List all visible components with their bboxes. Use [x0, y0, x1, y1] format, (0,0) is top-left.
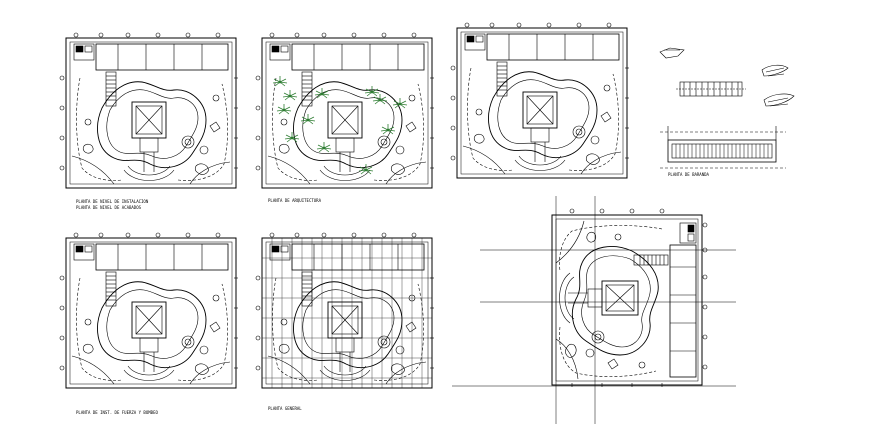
detail-railing — [659, 47, 795, 169]
plan-1-caption-2: PLANTA DE NIVEL DE ACABADOS — [76, 205, 142, 210]
site-plan-4 — [59, 232, 239, 389]
plan-2-caption-1: PLANTA DE ARQUITECTURA — [268, 198, 322, 203]
site-plan-2 — [255, 32, 435, 189]
plan-4-caption-1: PLANTA DE INST. DE FUERZA Y BOMBEO — [76, 410, 158, 415]
site-plan-3 — [450, 22, 630, 179]
plan-1-caption-1: PLANTA DE NIVEL DE INSTALACION — [76, 199, 149, 204]
detail-railing-balusters — [675, 144, 769, 158]
plan-5-caption-1: PLANTA GENERAL — [268, 406, 302, 411]
site-plan-5 — [255, 232, 435, 389]
site-plan-6 — [551, 208, 708, 388]
detail-caption: PLANTA DE BARANDA — [668, 172, 710, 177]
site-plan-1 — [59, 32, 239, 189]
